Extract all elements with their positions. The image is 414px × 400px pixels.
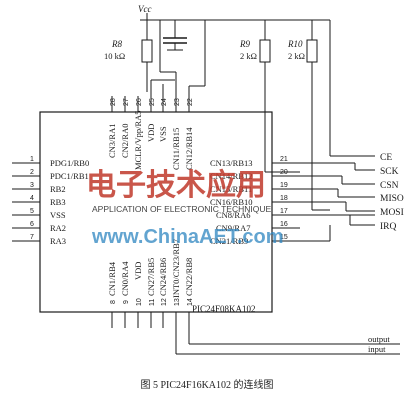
left-pin-label: PDC1/RB1 bbox=[50, 171, 89, 181]
right-pin-num: 21 bbox=[280, 156, 288, 163]
top-pin-num: 23 bbox=[174, 98, 181, 106]
left-pin-num: 2 bbox=[30, 169, 34, 176]
bottom-pin-label: CN24/RB6 bbox=[158, 258, 168, 296]
resistor-r10: R10 2 kΩ bbox=[287, 20, 318, 210]
bottom-pin-label: INT0/CN23/RB7 bbox=[171, 239, 181, 298]
right-pin-label: CN14/RB12 bbox=[210, 171, 253, 181]
left-pins: 1 2 3 4 5 6 7 PDG1/RB0 PDC1/RB1 RB2 RB3 … bbox=[12, 156, 89, 246]
left-pin-num: 1 bbox=[30, 156, 34, 163]
chip-body bbox=[39, 111, 273, 313]
watermark: 电子技术应用 APPLICATION OF ELECTRONIC TECHNIQ… bbox=[86, 168, 284, 248]
r10-ref: R10 bbox=[287, 39, 303, 49]
left-pin-label: RA2 bbox=[50, 223, 66, 233]
top-pin-num: 28 bbox=[110, 98, 117, 106]
signal-label: MISO bbox=[380, 194, 404, 204]
top-pin-num: 27 bbox=[123, 98, 130, 106]
left-pin-num: 5 bbox=[30, 208, 34, 215]
r8-ref: R8 bbox=[111, 39, 122, 49]
top-pin-num: 25 bbox=[149, 98, 156, 106]
left-pin-label: PDG1/RB0 bbox=[50, 158, 89, 168]
signal-label: SCK bbox=[380, 167, 399, 177]
top-pin-label: VDD bbox=[146, 124, 156, 142]
right-pin-label: CN9/RA7 bbox=[216, 223, 250, 233]
top-pin-num: 24 bbox=[161, 98, 168, 106]
r9-ref: R9 bbox=[239, 39, 250, 49]
bottom-pin-num: 9 bbox=[123, 300, 130, 304]
resistor-r9: R9 2 kΩ bbox=[239, 20, 271, 172]
bottom-pin-label: CN22/RB8 bbox=[184, 258, 194, 296]
left-pin-label: RB3 bbox=[50, 197, 66, 207]
right-pin-label: CN15/RB11 bbox=[210, 184, 252, 194]
watermark-url: www.ChinaAET.com bbox=[91, 226, 284, 248]
right-pin-label: CN8/RA6 bbox=[216, 210, 250, 220]
left-pin-num: 4 bbox=[30, 195, 34, 202]
left-pin-label: RA3 bbox=[50, 236, 66, 246]
vcc-label: Vcc bbox=[138, 4, 152, 14]
right-pin-num: 19 bbox=[280, 182, 288, 189]
left-pin-label: VSS bbox=[50, 210, 66, 220]
bottom-pin-num: 11 bbox=[149, 299, 156, 306]
right-pin-label: CN16/RB10 bbox=[210, 197, 253, 207]
top-pin-label: CN2/RA0 bbox=[120, 124, 130, 158]
signal-label: CE bbox=[380, 153, 392, 163]
bottom-pin-label: CN27/RB5 bbox=[146, 258, 156, 296]
top-pin-label: CN12/RB14 bbox=[184, 127, 194, 170]
top-pin-num: 26 bbox=[136, 98, 143, 106]
figure-caption: 图 5 PIC24F16KA102 的连线图 bbox=[140, 380, 274, 391]
resistor-r8: R8 10 kΩ bbox=[104, 20, 153, 92]
bottom-pins: 8 9 10 11 12 13 14 CN1/RB4 CN0/RA4 VDD C… bbox=[107, 239, 194, 328]
top-pin-label: CN3/RA1 bbox=[107, 124, 117, 158]
bottom-pin-num: 14 bbox=[187, 298, 194, 306]
signal-label: MOSI bbox=[380, 208, 404, 218]
right-pin-num: 17 bbox=[280, 208, 288, 215]
schematic-diagram: Vcc R8 10 kΩ R9 2 kΩ R10 2 kΩ PIC24F08KA… bbox=[12, 4, 404, 355]
top-pin-label: MCLR/Vpp/RA5 bbox=[133, 110, 143, 170]
r8-value: 10 kΩ bbox=[104, 51, 125, 61]
bottom-pin-label: CN0/RA4 bbox=[120, 261, 130, 296]
bottom-pin-label: VDD bbox=[133, 262, 143, 280]
left-pin-num: 7 bbox=[30, 234, 34, 241]
top-pin-label: VSS bbox=[158, 126, 168, 142]
bottom-pin-num: 13 bbox=[174, 298, 181, 306]
left-pin-num: 6 bbox=[30, 221, 34, 228]
bottom-pin-num: 12 bbox=[161, 298, 168, 306]
top-pin-num: 22 bbox=[187, 98, 194, 106]
right-pin-num: 16 bbox=[280, 221, 288, 228]
chip-name: PIC24F08KA102 bbox=[192, 304, 256, 314]
r10-value: 2 kΩ bbox=[288, 51, 305, 61]
signal-label: IRQ bbox=[380, 222, 397, 232]
top-pins: 28 27 26 25 24 23 22 CN3/RA1 CN2/RA0 MCL… bbox=[107, 96, 194, 170]
signal-labels: CE SCK CSN MISO MOSI IRQ bbox=[380, 153, 404, 232]
left-pin-label: RB2 bbox=[50, 184, 66, 194]
bottom-pin-num: 8 bbox=[110, 300, 117, 304]
left-pin-num: 3 bbox=[30, 182, 34, 189]
right-pin-num: 18 bbox=[280, 195, 288, 202]
top-pin-label: CN11/RB15 bbox=[171, 128, 181, 170]
bottom-pin-label: CN1/RB4 bbox=[107, 261, 117, 296]
right-pin-label: CN21/RB9 bbox=[210, 236, 248, 246]
right-pin-label: CN13/RB13 bbox=[210, 158, 253, 168]
output-label: output bbox=[368, 334, 390, 344]
bottom-pin-num: 10 bbox=[136, 298, 143, 306]
right-pin-num: 15 bbox=[280, 234, 288, 241]
decoupling-capacitor bbox=[163, 20, 187, 51]
input-label: input bbox=[368, 344, 386, 354]
watermark-subtitle: APPLICATION OF ELECTRONIC TECHNIQUE bbox=[92, 204, 271, 214]
r9-value: 2 kΩ bbox=[240, 51, 257, 61]
watermark-brand: 电子技术应用 bbox=[86, 168, 266, 202]
signal-label: CSN bbox=[380, 181, 399, 191]
